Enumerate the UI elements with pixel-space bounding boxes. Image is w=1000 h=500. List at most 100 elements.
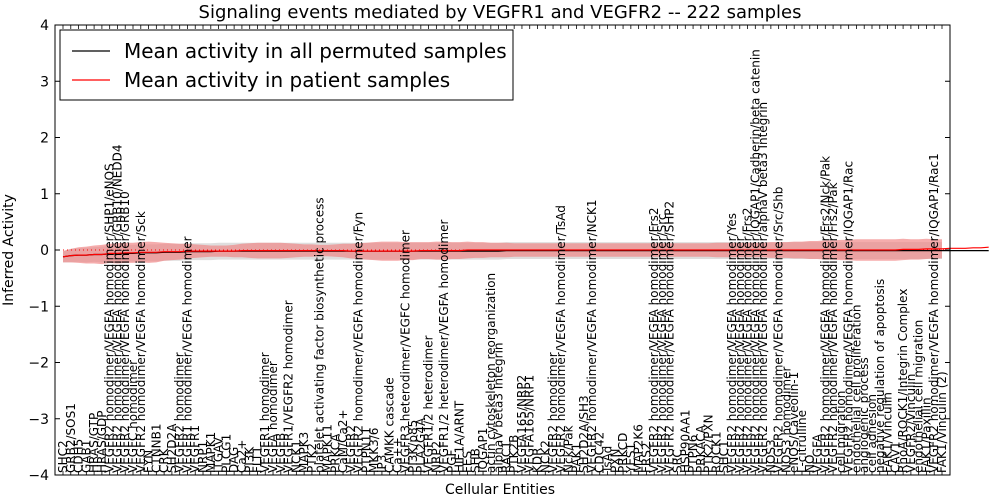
x-tick-label: FAK1/Vinculin (2) [935,371,949,473]
x-tick-label: IP3 [375,455,389,473]
x-tick-label: VEGFR1 homodimer [258,352,272,473]
x-tick-label: VEGFA homodimer [266,361,280,473]
x-tick-label: VEGFR2 homodimer/VEGFA homodimer/IQGAP1/… [748,49,762,473]
x-tick-label: PRKCD [616,433,630,473]
x-tick-label: FLT1 [251,446,265,473]
x-tick-label: actin cytoskeleton reorganization [484,273,498,473]
x-tick-label: PGF [445,449,459,473]
y-tick-label: −3 [28,412,49,428]
x-tick-label: PTPN6 [686,435,700,473]
x-tick-label: CDC42 [593,432,607,473]
x-tick-label: VEGFR2 homodimer [173,352,187,473]
legend-label-patient: Mean activity in patient samples [124,68,450,92]
x-tick-label: VEGFR1/2 heterodimer/VEGFA homodimer [437,220,451,473]
x-tick-label: CTNNB1 [149,423,163,473]
x-tick-label: MKK3/6 [367,428,381,473]
x-tick-label: FAK1/Vinculin [881,392,895,473]
x-tick-label: SHC1 [717,440,731,473]
x-tick-label: VEGFR2 homodimer/VEGFA homodimer/Src/Shb [772,187,786,473]
series-line-patient [62,246,989,258]
x-tick-label: PI3K [243,446,257,473]
x-tick-label: VEGFR2 homodimer/VEGFA homodimer/Src [655,213,669,473]
x-tick-label: PTK2 [305,443,319,473]
x-tick-label: RhoA/ROCK1/Integrin Complex [896,289,910,473]
x-tick-label: NRP1 [196,441,210,473]
y-tick-label: 3 [40,74,49,90]
x-tick-label: YES1 [624,443,638,474]
x-tick-label: PLA2G4A [414,417,428,473]
x-tick-label: SRC [671,449,685,473]
x-tick-label: TsAd [601,446,615,474]
x-tick-label: MAPK3 [297,432,311,473]
x-tick-label: VEGFR2 homodimer/VEGFA homodimer/NCK1 [585,199,599,473]
x-tick-label: VEGFR2/Vinculin [904,374,918,473]
x-tick-label: VEGFR2 homodimer/VEGFA homodimer [733,236,747,473]
x-tick-label: NO [803,455,817,473]
x-tick-label: NRP2 [429,441,443,473]
x-tick-label: GAB1 [79,440,93,473]
x-tick-label: VEGFR2 homodimer/VEGFA homodimer/IQGAP1/… [842,161,856,473]
x-tick-label: PTPN11 [359,427,373,473]
y-tick-label: −4 [28,468,49,484]
x-tick-label: MAPK11 [321,424,335,473]
y-tick-label: 0 [40,243,49,259]
x-tick-label: PTK2B [507,435,521,473]
x-tick-label: FAK1/Paxillin [919,397,933,473]
x-tick-label: NOS3 [764,439,778,473]
x-tick-label: FRS2 [639,443,653,474]
x-tick-label: PXN [608,449,622,473]
x-tick-label: PLCG1 [219,434,233,473]
x-tick-label: MAP2K6 [632,424,646,473]
x-tick-label: NCK2 [538,440,552,473]
x-tick-label: NCK1 [289,440,303,473]
x-tick-label: CaM/Ca2+ [336,409,350,473]
x-tick-label: Nck/Pak [562,425,576,473]
x-tick-label: RAC1 [499,441,513,473]
x-tick-label: CRK [157,447,171,473]
x-tick-label: VEGFR1 [188,425,202,473]
x-tick-label: CDH5 [72,439,86,473]
x-axis-label: Cellular Entities [445,482,555,498]
x-tick-label: VEGFC homodimer [126,360,140,473]
x-tick-label: FES [461,451,475,473]
series-lines [55,246,989,258]
x-tick-label: MAPK1 [204,432,218,473]
x-tick-label: endothelial cell proliferation [849,305,863,473]
x-tick-label: VEGFR2 homodimer/VEGFA homodimer/Frs2/Pa… [826,182,840,473]
x-tick-label: CAMKK cascade [383,377,397,473]
x-tick-label: VEGFB [274,433,288,473]
x-tick-label: VEGFR2 [344,425,358,473]
x-tick-label: KDR [531,448,545,473]
x-tick-label: HRAS/GTP [87,413,101,473]
x-tick-labels: SHC2GRB2/SOS1CDH5GAB1HRAS/GTPHRAS/GDPVEG… [56,25,949,475]
x-tick-label: SHB [468,448,482,473]
x-tick-label: FYN [142,450,156,473]
legend-label-permuted: Mean activity in all permuted samples [124,39,507,63]
x-tick-label: L-citrulline [795,410,809,473]
x-tick-label: alphaV beta3 Integrin [492,342,506,473]
x-tick-label: cell migration [834,391,848,473]
x-tick-label: VEGFR2 homodimer [546,352,560,473]
x-tick-label: VEGFA [811,433,825,473]
y-tick-label: 1 [40,187,49,203]
x-tick-label: VEGFR2 homodimer/VEGFA homodimer/GRB10 [118,191,132,473]
x-tick-label: HSP90AA1 [678,409,692,473]
x-tick-label: IQGAP1 [476,428,490,473]
x-tick-label: VEGFR3 heterodimer/VEGFC homodimer [398,230,412,473]
x-tick-label: VEGFR2 homodimer/VEGFA homodimer/Fyn [352,212,366,473]
x-tick-label: VEGFR2 homodimer/VEGFA homodimer/SHP1/eN… [103,163,117,473]
x-tick-label: HIF1A/ARNT [453,400,467,473]
x-tick-label: SH2D2A/SH3 [577,395,591,473]
x-tick-label: VEGFR2 homodimer/VEGFA homodimer/Frs2 [647,208,661,474]
x-tick-label: VEGFR1/VEGFR2 homodimer [282,300,296,473]
x-tick-label: PRKCA [328,433,342,473]
x-tick-label: PI3K/p85 [406,420,420,473]
x-tick-label: eNOS/Caveolin-1 [787,372,801,473]
x-tick-label: VEGFR2 homodimer/VEGFA homodimer/Yes [725,213,739,473]
x-tick-label: VEGFR2 homodimer/VEGFA homodimer/Sck [134,211,148,473]
y-axis-label: Inferred Activity [1,194,17,306]
x-tick-label: VEGFR1 homodimer/VEGFA homodimer [181,236,195,473]
x-tick-label: GRB2/SOS1 [64,403,78,473]
